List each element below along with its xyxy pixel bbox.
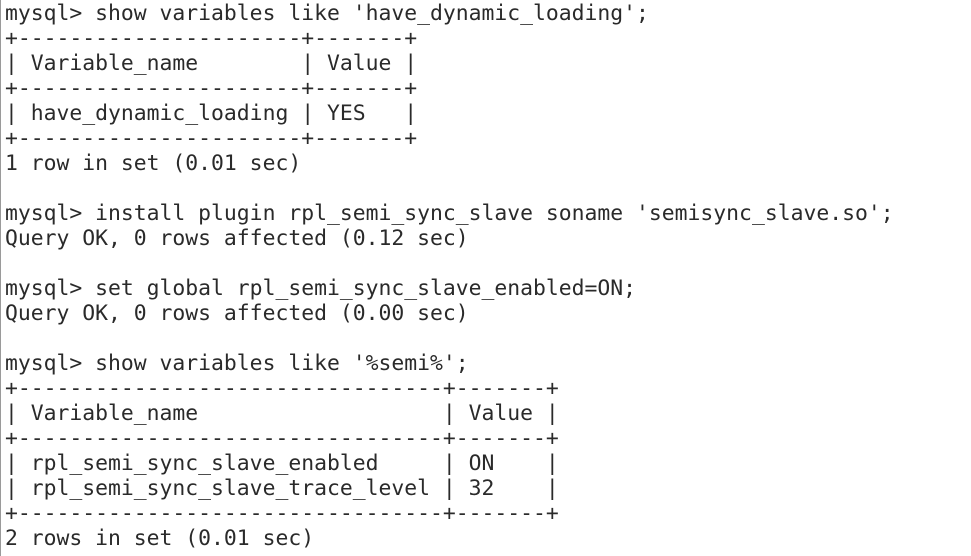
terminal-line-command: mysql> install plugin rpl_semi_sync_slav… [5,201,894,226]
terminal-scrollbar[interactable] [959,0,971,556]
table-border: +----------------------+-------+ [5,26,418,51]
table-border: +----------------------+-------+ [5,126,418,151]
terminal-line-command: mysql> set global rpl_semi_sync_slave_en… [5,276,637,301]
table-header-row: | Variable_name | Value | [5,401,559,426]
query-result: Query OK, 0 rows affected (0.12 sec) [5,226,469,251]
table-border: +----------------------+-------+ [5,76,418,101]
query-result: Query OK, 0 rows affected (0.00 sec) [5,301,469,326]
table-row: | rpl_semi_sync_slave_enabled | ON | [5,451,559,476]
terminal-line-command: mysql> show variables like '%semi%'; [5,351,469,376]
table-row: | have_dynamic_loading | YES | [5,101,418,126]
terminal-output: mysql> show variables like 'have_dynamic… [5,1,894,551]
table-border: +---------------------------------+-----… [5,501,559,526]
table-row: | rpl_semi_sync_slave_trace_level | 32 | [5,476,559,501]
table-header-row: | Variable_name | Value | [5,51,418,76]
result-summary: 2 rows in set (0.01 sec) [5,526,315,551]
blank-line [5,251,894,276]
blank-line [5,176,894,201]
result-summary: 1 row in set (0.01 sec) [5,151,302,176]
blank-line [5,326,894,351]
table-border: +---------------------------------+-----… [5,376,559,401]
table-border: +---------------------------------+-----… [5,426,559,451]
terminal-line-command: mysql> show variables like 'have_dynamic… [5,1,649,26]
